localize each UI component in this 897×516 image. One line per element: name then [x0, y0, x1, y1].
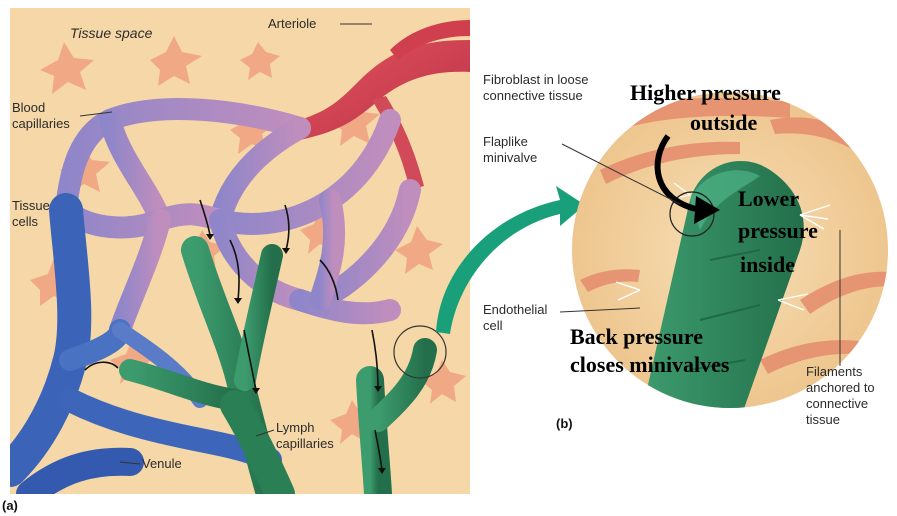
panel-a: Tissue space Arteriole Blood capillaries…	[2, 8, 470, 513]
label-blood-capillaries-2: capillaries	[12, 116, 70, 131]
panel-b-tag: (b)	[556, 416, 573, 431]
text-pressure: pressure	[738, 218, 818, 243]
label-filaments-4: tissue	[806, 412, 840, 427]
label-endothelial-2: cell	[483, 318, 503, 333]
label-flaplike-2: minivalve	[483, 150, 537, 165]
label-tissue-space: Tissue space	[70, 25, 153, 41]
label-tissue-cells-1: Tissue	[12, 198, 50, 213]
text-back-pressure: Back pressure	[570, 324, 703, 349]
text-higher-pressure: Higher pressure	[630, 80, 781, 105]
text-lower: Lower	[738, 186, 799, 211]
text-closes-minivalves: closes minivalves	[570, 352, 730, 377]
label-blood-capillaries-1: Blood	[12, 100, 45, 115]
label-lymph-capillaries-2: capillaries	[276, 436, 334, 451]
label-filaments-1: Filaments	[806, 364, 863, 379]
panel-b: Fibroblast in loose connective tissue Fl…	[483, 72, 890, 431]
label-arteriole: Arteriole	[268, 16, 316, 31]
label-flaplike-1: Flaplike	[483, 134, 528, 149]
label-lymph-capillaries-1: Lymph	[276, 420, 315, 435]
label-fibroblast-1: Fibroblast in loose	[483, 72, 589, 87]
text-outside: outside	[690, 110, 757, 135]
label-tissue-cells-2: cells	[12, 214, 39, 229]
label-endothelial-1: Endothelial	[483, 302, 547, 317]
label-filaments-3: connective	[806, 396, 868, 411]
label-fibroblast-2: connective tissue	[483, 88, 583, 103]
panel-a-tag: (a)	[2, 498, 18, 513]
label-venule: Venule	[142, 456, 182, 471]
label-filaments-2: anchored to	[806, 380, 875, 395]
text-inside: inside	[740, 252, 795, 277]
